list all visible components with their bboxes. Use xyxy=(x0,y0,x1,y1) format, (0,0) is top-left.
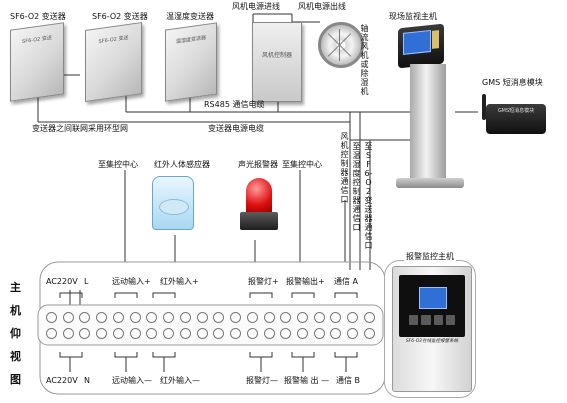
rs485-label: RS485 通信电缆 xyxy=(204,100,265,109)
side-title-char-5: 图 xyxy=(10,373,21,386)
transmitter-3-box-text: 温湿度变送器 xyxy=(175,34,206,46)
term-ac-l: AC220V xyxy=(46,277,78,286)
term-l: L xyxy=(84,277,89,286)
term-n: N xyxy=(84,376,90,385)
transmitter-1-label: SF6-O2 变送器 xyxy=(10,12,66,21)
central-1-label: 至集控中心 xyxy=(98,160,138,169)
term-ir-in-minus: 红外输入— xyxy=(160,376,200,385)
fan-controller-text: 风机控制器 xyxy=(261,52,292,59)
gsm-module-text: GMS短消息模块 xyxy=(497,108,535,114)
transmitter-2-box: SF6-O2 变送 xyxy=(85,21,142,103)
gsm-title: GMS 短消息模块 xyxy=(482,78,543,87)
term-alarm-out-minus: 报警输 出 — xyxy=(284,376,330,385)
host-title: 现场监视主机 xyxy=(389,12,437,21)
side-title-char-4: 视 xyxy=(10,350,21,363)
alarm-host-screen xyxy=(399,275,465,337)
pir-label: 红外人体感应器 xyxy=(154,160,210,169)
power-cable-label: 变送器电源电缆 xyxy=(208,124,264,133)
fan-ctrl-port-label: 风机控制器通信口 xyxy=(340,132,349,204)
fan-power-in-label: 风机电源进线 xyxy=(232,2,280,11)
gsm-antenna xyxy=(482,94,486,120)
alarm-label: 声光报警器 xyxy=(238,160,278,169)
transmitter-3-box: 温湿度变送器 xyxy=(165,22,217,102)
host-base xyxy=(396,178,464,188)
term-alarm-light-plus: 报警灯+ xyxy=(248,277,279,286)
term-alarm-out-plus: 报警输出+ xyxy=(286,277,325,286)
term-alarm-light-minus: 报警灯— xyxy=(246,376,278,385)
alarm-light-base xyxy=(240,212,278,230)
fan-label: 轴流风机或除湿机 xyxy=(360,24,369,96)
terminal-strip xyxy=(38,305,383,345)
transmitter-3-label: 温湿度变送器 xyxy=(166,12,214,21)
transmitter-1-box-text: SF6-O2 变送 xyxy=(22,34,52,46)
alarm-host-brand: SF6-O2在线监控报警系统 xyxy=(405,339,459,344)
term-comm-b: 通信 B xyxy=(336,376,361,385)
central-2-label: 至集控中心 xyxy=(282,160,322,169)
host-kiosk xyxy=(398,23,444,69)
pir-sensor-icon xyxy=(152,176,194,230)
alarm-host-unit: SF6-O2在线监控报警系统 xyxy=(392,266,472,392)
term-remote-in-plus: 远动输入+ xyxy=(112,277,151,286)
host-stand xyxy=(410,64,446,180)
gsm-module: GMS短消息模块 xyxy=(486,104,546,134)
transmitter-2-box-text: SF6-O2 变送 xyxy=(98,34,129,46)
fan-controller-box: 风机控制器 xyxy=(252,22,302,102)
fan-icon xyxy=(318,22,364,68)
transmitter-1-box: SF6-O2 变送 xyxy=(10,22,64,102)
sf6-port-label: 至SF6-O2变送器通信口 xyxy=(364,142,373,250)
terminal-side-title: 主 机 仰 视 图 xyxy=(10,282,24,385)
alarm-light-icon xyxy=(246,178,272,214)
alarm-host-title: 报警监控主机 xyxy=(404,252,456,262)
fan-power-out-label: 风机电源出线 xyxy=(298,2,346,11)
side-title-char-3: 仰 xyxy=(10,327,21,340)
term-remote-in-minus: 远动输入— xyxy=(112,376,152,385)
side-title-char-1: 主 xyxy=(10,281,21,294)
term-comm-a: 通信 A xyxy=(334,277,359,286)
temp-ctrl-port-label: 至温湿度控制器通信口 xyxy=(352,142,361,232)
term-ac-n: AC220V xyxy=(46,376,78,385)
ring-network-label: 变送器之间联网采用环型网 xyxy=(32,124,128,133)
transmitter-2-label: SF6-O2 变送器 xyxy=(92,12,148,21)
side-title-char-2: 机 xyxy=(10,304,21,317)
term-ir-in-plus: 红外输入+ xyxy=(160,277,199,286)
